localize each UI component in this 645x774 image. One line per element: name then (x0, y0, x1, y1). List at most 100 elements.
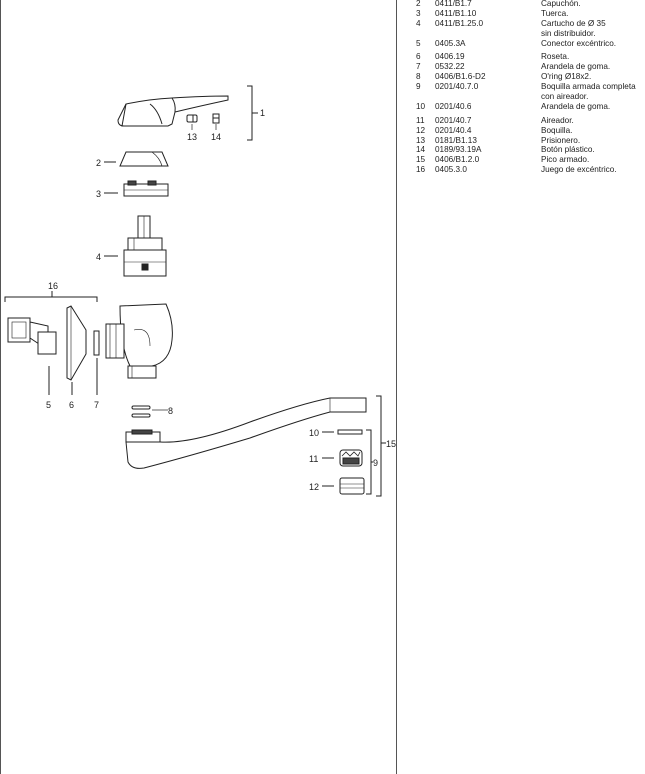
callout-1: 1 (260, 108, 265, 118)
part-description: Roseta. (541, 52, 570, 62)
part-number: 14 (416, 145, 426, 155)
parts-list-row: 12 0201/40.4 Boquilla. (416, 126, 641, 136)
callout-8: 8 (168, 406, 173, 416)
part-number: 13 (416, 135, 426, 145)
part-code: 0406/B1.2.0 (435, 155, 480, 165)
part-number: 3 (416, 8, 421, 18)
part-code: 0405.3.0 (435, 165, 467, 175)
eccentric-set-bracket (4, 291, 98, 302)
callout-15: 15 (386, 439, 396, 449)
spout-bracket (376, 395, 386, 497)
callout-2: 2 (96, 158, 101, 168)
callout-6: 6 (69, 400, 74, 410)
callout-4: 4 (96, 252, 101, 262)
part-number: 4 (416, 18, 421, 28)
faucet-body-part (105, 303, 173, 379)
part-number: 16 (416, 165, 426, 175)
parts-list-row-continuation: con aireador. (416, 92, 641, 102)
part-number: 9 (416, 82, 421, 92)
parts-list-row: 10 0201/40.6 Arandela de goma. (416, 102, 641, 112)
parts-list-row: 15 0406/B1.2.0 Pico armado. (416, 155, 641, 165)
part-number: 10 (416, 101, 426, 111)
part-number: 15 (416, 155, 426, 165)
eccentric-connector-part (7, 317, 57, 355)
callout-3: 3 (96, 189, 101, 199)
handle-bracket (247, 85, 258, 141)
oring-part (131, 405, 151, 418)
parts-list-row: 7 0532.22 Arandela de goma. (416, 62, 641, 72)
parts-list-row-continuation: sin distribuidor. (416, 29, 641, 39)
parts-list-row: 8 0406/B1.6-D2 O'ring Ø18x2. (416, 72, 641, 82)
part-description: Boquilla. (541, 125, 573, 135)
parts-list-row: 16 0405.3.0 Juego de excéntrico. (416, 165, 641, 175)
part-code: 0532.22 (435, 62, 465, 72)
part-code: 0405.3A (435, 38, 466, 48)
parts-list-row: 9 0201/40.7.0 Boquilla armada completa (416, 82, 641, 92)
part-description: Arandela de goma. (541, 62, 611, 72)
cartridge-part (123, 215, 167, 277)
nozzle-part (339, 477, 365, 495)
part-description: con aireador. (541, 92, 589, 102)
callout-10: 10 (309, 428, 319, 438)
part-description: Botón plástico. (541, 145, 595, 155)
callout-14: 14 (211, 132, 221, 142)
part-description: Juego de excéntrico. (541, 165, 617, 175)
part-description: Pico armado. (541, 155, 590, 165)
part-code: 0411/B1.7 (435, 0, 472, 8)
part-code: 0411/B1.10 (435, 8, 477, 18)
part-number: 11 (416, 115, 425, 125)
callout-5: 5 (46, 400, 51, 410)
part-description: Conector excéntrico. (541, 38, 617, 48)
part-description: Capuchón. (541, 0, 581, 8)
parts-list-row: 6 0406.19 Roseta. (416, 52, 641, 62)
parts-list-row: 3 0411/B1.10 Tuerca. (416, 9, 641, 19)
parts-list-row: 5 0405.3A Conector excéntrico. (416, 39, 641, 49)
part-description: Prisionero. (541, 135, 581, 145)
nut-part (123, 180, 169, 197)
spout-part (125, 397, 367, 469)
part-description: sin distribuidor. (541, 28, 596, 38)
callout-16: 16 (48, 281, 58, 291)
spout-washer-part (337, 429, 363, 435)
part-code: 0201/40.4 (435, 125, 472, 135)
button-part (212, 113, 220, 124)
part-number: 5 (416, 38, 421, 48)
handle-lever-part (117, 95, 229, 127)
part-code: 0201/40.7 (435, 115, 472, 125)
part-code: 0406.19 (435, 52, 465, 62)
parts-list-row: 4 0411/B1.25.0 Cartucho de Ø 35 (416, 19, 641, 29)
screw-part (186, 114, 198, 123)
parts-list-row: 13 0181/B1.13 Prisionero. (416, 136, 641, 146)
rosette-part (66, 305, 87, 381)
part-number: 2 (416, 0, 421, 8)
aerator-part (339, 449, 363, 467)
part-description: Cartucho de Ø 35 (541, 18, 606, 28)
part-description: Tuerca. (541, 8, 569, 18)
parts-list-row: 11 0201/40.7 Aireador. (416, 116, 641, 126)
part-code: 0189/93.19A (435, 145, 482, 155)
spout-assembly-bracket (366, 429, 373, 495)
parts-list-row: 2 0411/B1.7 Capuchón. (416, 0, 641, 9)
callout-13: 13 (187, 132, 197, 142)
part-code: 0406/B1.6-D2 (435, 72, 486, 82)
callout-12: 12 (309, 482, 319, 492)
cap-part (119, 151, 169, 167)
part-description: O'ring Ø18x2. (541, 72, 592, 82)
part-code: 0411/B1.25.0 (435, 18, 484, 28)
part-code: 0201/40.7.0 (435, 82, 479, 92)
callout-11: 11 (309, 454, 318, 464)
part-number: 8 (416, 72, 421, 82)
part-description: Boquilla armada completa (541, 82, 636, 92)
parts-list-row: 14 0189/93.19A Botón plástico. (416, 145, 641, 155)
washer-part (93, 330, 100, 356)
part-number: 7 (416, 62, 421, 72)
part-description: Arandela de goma. (541, 101, 611, 111)
part-description: Aireador. (541, 115, 574, 125)
part-number: 6 (416, 52, 421, 62)
part-code: 0201/40.6 (435, 101, 472, 111)
parts-list: 2 0411/B1.7 Capuchón. 3 0411/B1.10 Tuerca. 4 04… (416, 0, 641, 175)
callout-7: 7 (94, 400, 99, 410)
part-code: 0181/B1.13 (435, 135, 477, 145)
part-number: 12 (416, 125, 426, 135)
